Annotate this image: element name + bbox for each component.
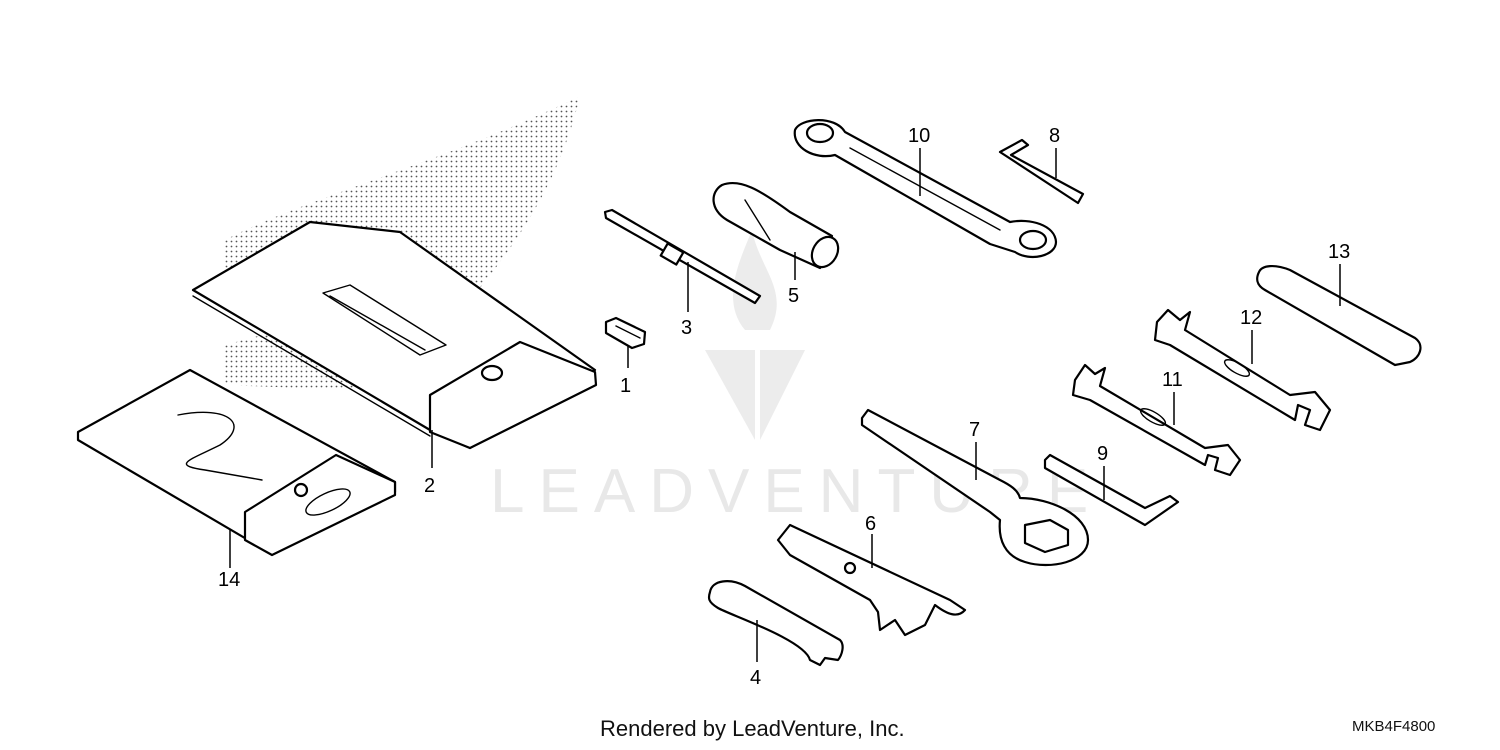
spanner-wrench[interactable] (860, 408, 1090, 567)
open-end-wrench-large[interactable] (1153, 308, 1332, 432)
pin-spanner[interactable] (776, 523, 967, 637)
hex-key[interactable] (1043, 453, 1180, 527)
callout-4[interactable]: 4 (750, 667, 761, 689)
callout-13[interactable]: 13 (1328, 241, 1350, 263)
callout-6[interactable]: 6 (865, 513, 876, 535)
flat-spanner[interactable] (707, 580, 844, 667)
callout-5[interactable]: 5 (788, 285, 799, 307)
handle-grip[interactable] (1256, 265, 1422, 367)
callout-14[interactable]: 14 (218, 569, 240, 591)
leader-lines (229, 148, 1341, 662)
callout-10[interactable]: 10 (908, 125, 930, 147)
screwdriver-handle[interactable] (712, 181, 844, 272)
small-hex-key[interactable] (998, 138, 1085, 205)
callout-3[interactable]: 3 (681, 317, 692, 339)
ring-wrench[interactable] (793, 119, 1058, 259)
callout-2[interactable]: 2 (424, 475, 435, 497)
footer-credit: Rendered by LeadVenture, Inc. (600, 716, 905, 741)
callout-12[interactable]: 12 (1240, 307, 1262, 329)
callout-7[interactable]: 7 (969, 419, 980, 441)
diagram-code: MKB4F4800 (1352, 718, 1436, 735)
tool-bag[interactable] (191, 220, 598, 450)
callout-8[interactable]: 8 (1049, 125, 1060, 147)
open-end-wrench-small[interactable] (1071, 363, 1242, 477)
bit-holder[interactable] (604, 316, 647, 350)
tool-pouch[interactable] (76, 368, 397, 557)
callout-11[interactable]: 11 (1162, 369, 1183, 391)
callout-1[interactable]: 1 (620, 375, 631, 397)
watermark-logo (705, 230, 805, 440)
callout-9[interactable]: 9 (1097, 443, 1108, 465)
screwdriver-bit[interactable] (603, 208, 762, 305)
